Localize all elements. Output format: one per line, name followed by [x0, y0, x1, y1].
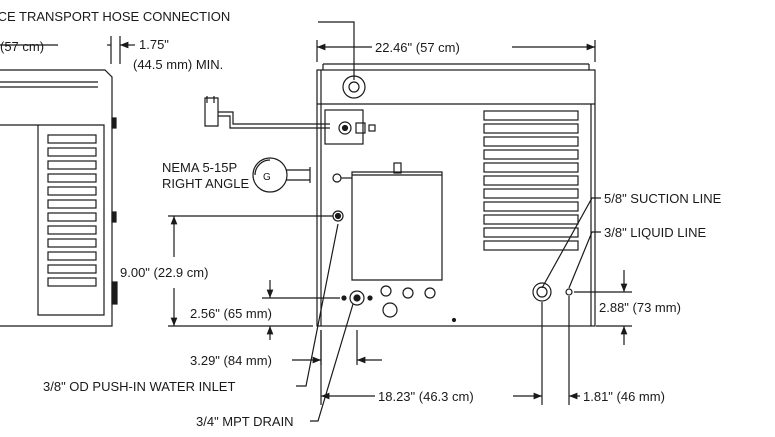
suction-line-fitting: [532, 282, 552, 302]
side-view: [0, 69, 118, 327]
d1823-label: 18.23" (46.3 cm): [378, 389, 474, 404]
height-900-dimension: [168, 215, 333, 327]
clearance-label: 1.75": [139, 37, 169, 52]
inlet-leader: [296, 223, 339, 387]
h256-label: 2.56" (65 mm): [190, 306, 272, 321]
inlet-label: 3/8" OD PUSH-IN WATER INLET: [43, 379, 235, 394]
ice-transport-label: ICE TRANSPORT HOSE CONNECTION: [0, 9, 230, 24]
rear-view: [204, 63, 596, 327]
suction-label: 5/8" SUCTION LINE: [604, 191, 722, 206]
height-288-dimension: [574, 270, 632, 345]
left-width-dimension: [0, 36, 112, 64]
plug-g-label: G: [263, 172, 271, 183]
right-angle-label: RIGHT ANGLE: [162, 176, 250, 191]
height-256-dimension: [262, 280, 340, 340]
water-tank: [332, 162, 443, 281]
h900-label: 9.00" (22.9 cm): [120, 265, 208, 280]
d329-label: 3.29" (84 mm): [190, 353, 272, 368]
nema-label: NEMA 5-15P: [162, 160, 237, 175]
suction-leader: [541, 197, 601, 289]
width-1823-dimension: [320, 302, 543, 405]
nema-plug-icon: [252, 157, 311, 193]
drain-label: 3/4" MPT DRAIN: [196, 414, 294, 429]
h288-label: 2.88" (73 mm): [599, 300, 681, 315]
drain-fitting: [341, 290, 373, 306]
d181-label: 1.81" (46 mm): [583, 389, 665, 404]
liquid-line-fitting: [565, 288, 573, 296]
width-329-dimension: [292, 330, 382, 365]
width-label: 22.46" (57 cm): [375, 40, 460, 55]
power-cord: [204, 96, 376, 135]
rear-louvers: [483, 110, 579, 251]
clearance-dimension: [119, 36, 135, 64]
drain-leader: [310, 303, 354, 422]
width-181-dimension: [568, 296, 580, 405]
left-width-label: (57 cm): [0, 39, 44, 54]
ice-transport-leader: [318, 21, 355, 80]
width-dimension: [316, 40, 596, 62]
side-louvers: [47, 134, 97, 287]
clearance-min-label: (44.5 mm) MIN.: [133, 57, 223, 72]
liquid-leader: [568, 231, 601, 289]
liquid-label: 3/8" LIQUID LINE: [604, 225, 706, 240]
